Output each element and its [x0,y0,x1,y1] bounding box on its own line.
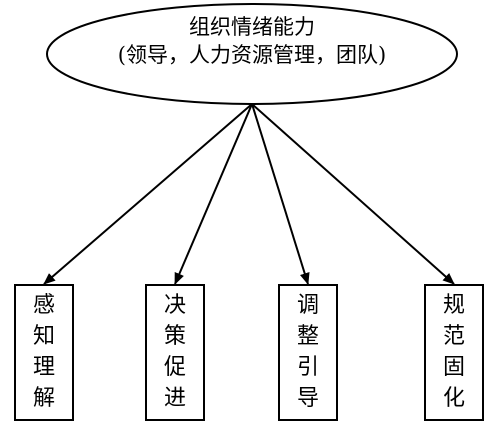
arrow-to-adjustment [251,103,310,285]
child-box-perception: 感知理解 [14,284,74,421]
label-character: 理 [32,355,55,380]
label-character: 引 [296,355,319,380]
label-character: 整 [296,324,319,349]
label-character: 感 [32,293,55,318]
root-subtitle: (领导，人力资源管理，团队) [117,43,387,67]
label-character: 化 [442,386,465,411]
arrow-to-decision [174,103,253,285]
label-character: 策 [163,324,186,349]
child-box-decision: 决策促进 [145,284,205,421]
child-label: 规范固化 [426,290,482,414]
arrow-to-perception [43,103,253,285]
label-character: 规 [442,293,465,318]
child-box-adjustment: 调整引导 [278,284,338,421]
label-character: 解 [32,386,55,411]
label-character: 固 [442,355,465,380]
child-box-normalization: 规范固化 [424,284,484,421]
arrow-to-normalization [251,103,455,285]
child-label: 决策促进 [147,290,203,414]
label-character: 知 [32,324,55,349]
label-character: 进 [163,386,186,411]
label-character: 范 [442,324,465,349]
label-character: 调 [296,293,319,318]
label-character: 决 [163,293,186,318]
label-character: 促 [163,355,186,380]
child-label: 调整引导 [280,290,336,414]
child-label: 感知理解 [16,290,72,414]
label-character: 导 [296,386,319,411]
root-title: 组织情绪能力 [189,15,315,39]
